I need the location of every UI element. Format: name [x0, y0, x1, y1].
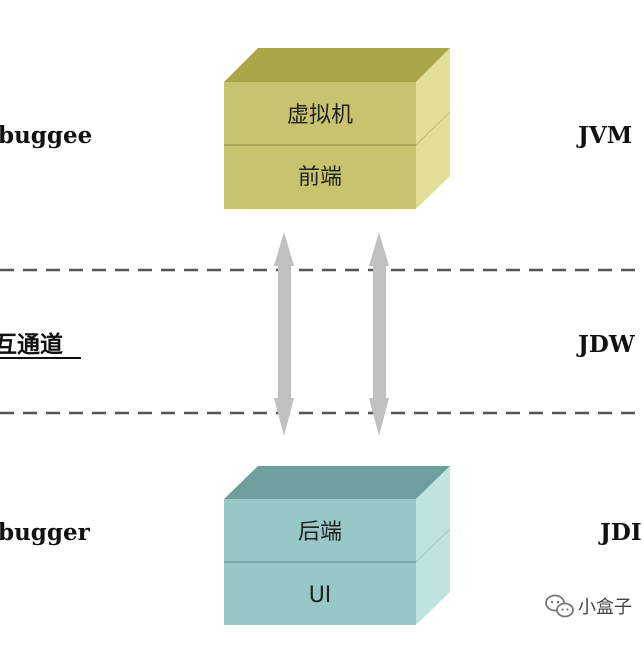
debugger-box-lower-text: UI: [309, 583, 332, 608]
debuggee-box-top-face: [224, 48, 450, 82]
debugger-box-upper-text: 后端: [298, 520, 342, 545]
right-arrow-head-up: [369, 232, 389, 266]
debuggee-box-front-upper: [224, 82, 416, 145]
right-label-jvm: JVM: [576, 122, 632, 149]
left-label-channel: 互通道: [0, 331, 63, 358]
right-arrow-head-down: [369, 398, 389, 436]
debuggee-box-lower-text: 前端: [298, 165, 342, 190]
debuggee-box-side-divider: [415, 111, 451, 146]
wechat-icon: [545, 594, 574, 618]
debugger-box: 后端 UI: [224, 466, 451, 625]
debuggee-box: 虚拟机 前端: [224, 48, 451, 209]
right-arrow-shaft: [373, 262, 386, 402]
debugger-box-top-face: [224, 466, 450, 499]
right-label-jdi: JDI: [598, 519, 642, 546]
debuggee-box-upper-text: 虚拟机: [287, 103, 353, 128]
left-double-arrow: [274, 232, 294, 436]
left-label-debuggee: buggee: [0, 122, 92, 149]
debuggee-box-front-lower: [224, 145, 416, 209]
left-label-debugger: bugger: [0, 519, 91, 546]
debugger-box-side-divider: [415, 528, 451, 563]
debugger-box-front-lower: [224, 562, 416, 625]
debugger-box-front-upper: [224, 499, 416, 562]
right-label-jdwp: JDW: [576, 331, 636, 358]
left-arrow-shaft: [278, 262, 291, 402]
left-arrow-head-up: [274, 232, 294, 266]
left-arrow-head-down: [274, 398, 294, 436]
right-double-arrow: [369, 232, 389, 436]
watermark: 小盒子: [545, 594, 632, 618]
watermark-text: 小盒子: [578, 597, 632, 618]
